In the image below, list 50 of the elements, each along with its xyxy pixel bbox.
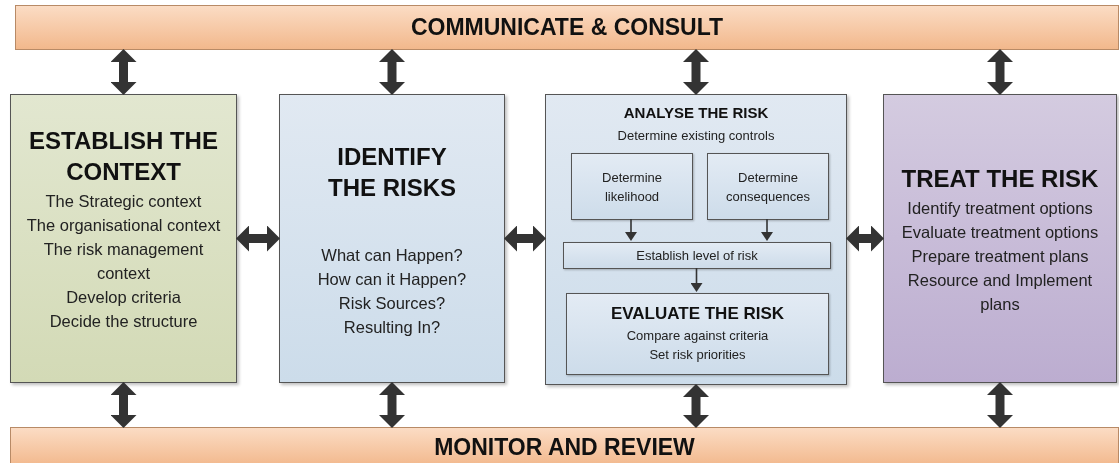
process-box [563,242,831,269]
arrow [761,218,773,241]
step-item: The Strategic context [45,191,202,212]
double-arrow [379,49,405,95]
step-item: Set risk priorities [649,346,746,364]
step-item: Develop criteria [66,287,181,308]
band-title: MONITOR AND REVIEW [434,435,695,459]
step-text: Determine consequences [725,168,811,206]
arrow [690,267,703,292]
process-box [571,153,693,220]
step-title: TREAT THE RISK [901,164,1099,194]
double-arrow [110,382,137,428]
step-title: IDENTIFY THE RISKS [327,142,457,203]
double-arrow [379,382,405,428]
step-title: ANALYSE THE RISK [623,103,769,123]
step-item: Identify treatment options [907,198,1093,219]
double-arrow [846,225,884,252]
process-box [883,94,1117,383]
double-arrow [683,49,709,95]
process-band [10,427,1119,463]
step-item: How can it Happen? [317,269,467,290]
process-box [545,94,847,385]
step-item: Resource and Implement plans [906,270,1094,315]
arrow [625,218,637,241]
step-text: Determine likelihood [601,168,663,206]
process-box [707,153,829,220]
step-item: Determine existing controls [617,127,775,145]
process-band [15,5,1119,50]
step-item: Risk Sources? [338,293,446,314]
band-title: COMMUNICATE & CONSULT [410,16,724,39]
step-title: ESTABLISH THE CONTEXT [28,126,219,187]
process-box [279,94,505,383]
step-item: Evaluate treatment options [901,222,1099,243]
step-item: Compare against criteria [626,327,769,345]
double-arrow [987,382,1013,428]
step-item: What can Happen? [321,245,463,266]
step-item: The organisational context [26,215,221,236]
double-arrow [683,384,709,428]
step-item: The risk management context [42,239,205,284]
step-item: Decide the structure [49,311,198,332]
process-box [566,293,829,375]
double-arrow [504,225,546,252]
step-text: Establish level of risk [636,247,758,265]
step-item: Resulting In? [343,317,441,338]
step-title: EVALUATE THE RISK [610,303,785,325]
step-item: Prepare treatment plans [911,246,1089,267]
double-arrow [987,49,1013,95]
process-box [10,94,237,383]
double-arrow [236,225,280,252]
double-arrow [110,49,137,95]
